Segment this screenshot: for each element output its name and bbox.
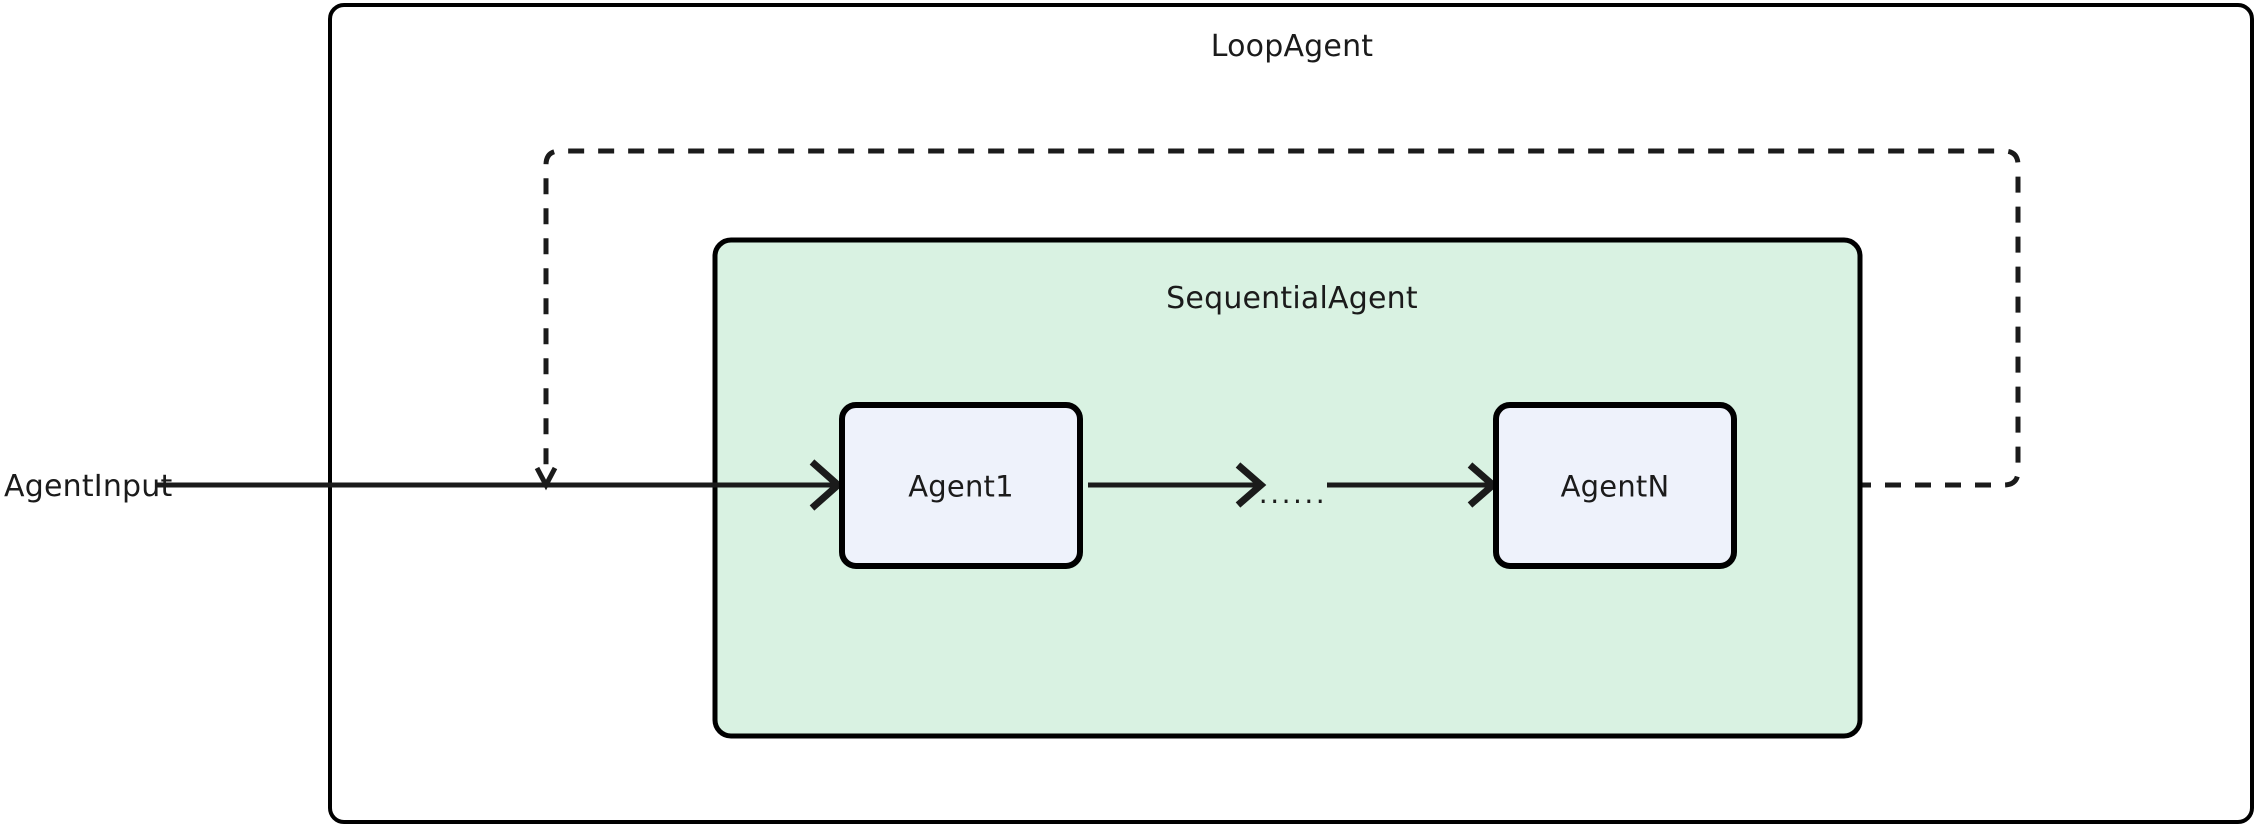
ellipsis-label: ...... (1258, 477, 1328, 510)
agentn-box[interactable] (1493, 402, 1737, 569)
sequential-agent-box[interactable] (712, 237, 1863, 739)
loop-agent-title: LoopAgent (1210, 29, 1374, 64)
loop-back-edge (543, 148, 2021, 488)
agent1-label: Agent1 (908, 469, 1014, 504)
agent1-box[interactable] (839, 402, 1083, 569)
sequential-agent-title: SequentialAgent (1166, 281, 1418, 316)
agent1-to-ellipsis-arrowhead (1235, 462, 1267, 508)
agentn-label: AgentN (1560, 469, 1670, 504)
agent-input-label: AgentInput (4, 469, 173, 504)
agent-input-edge-arrowhead (809, 459, 844, 511)
